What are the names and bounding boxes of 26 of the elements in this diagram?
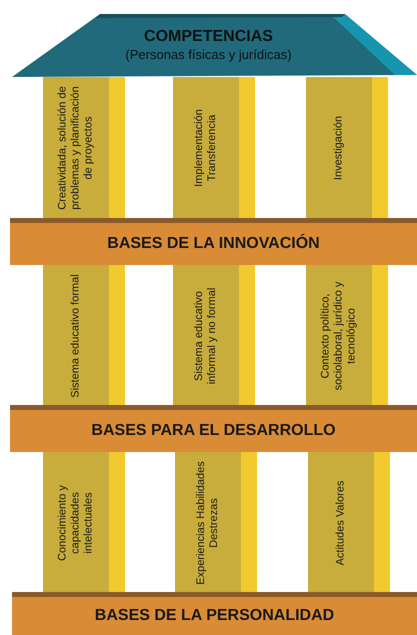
pillar-label: Sistema educativo informal y no formal: [193, 286, 219, 386]
pillar: [175, 452, 257, 593]
pillar: [306, 77, 388, 218]
pillar-label: Creatividada, solución de problemas y planificación de proyectos: [56, 85, 96, 210]
band-label: BASES DE LA PERSONALIDAD: [94, 606, 334, 626]
base-band: [10, 218, 417, 265]
pillar-label: Experiencias Habilidades Destrezas: [195, 460, 221, 585]
pillar-label: Sistema educativo formal: [70, 273, 82, 398]
band-label: BASES PARA EL DESARROLLO: [91, 421, 336, 441]
pillar: [43, 452, 125, 593]
pillar-label: Conocimiento y capacidades intelectuales: [56, 484, 96, 562]
base-band: [12, 592, 417, 635]
pillar: [306, 265, 388, 406]
roof-title: COMPETENCIAS: [144, 27, 273, 48]
pillar-label: Contexto político, sociolaboral, jurídico y tecnológico: [320, 280, 358, 392]
pillar: [308, 452, 390, 593]
pillar: [173, 265, 255, 406]
roof-subtitle: (Personas físicas y jurídicas): [125, 47, 292, 64]
pillar-label: Actitudes Valores: [334, 479, 348, 568]
base-band: [10, 405, 417, 452]
pillar-label: Investigación: [332, 114, 346, 182]
pillar-label: Implementación Transferencia: [193, 108, 219, 188]
pillar: [173, 77, 255, 218]
pillar: [43, 265, 125, 406]
pillar: [43, 77, 125, 218]
band-label: BASES DE LA INNOVACIÓN: [107, 232, 320, 254]
